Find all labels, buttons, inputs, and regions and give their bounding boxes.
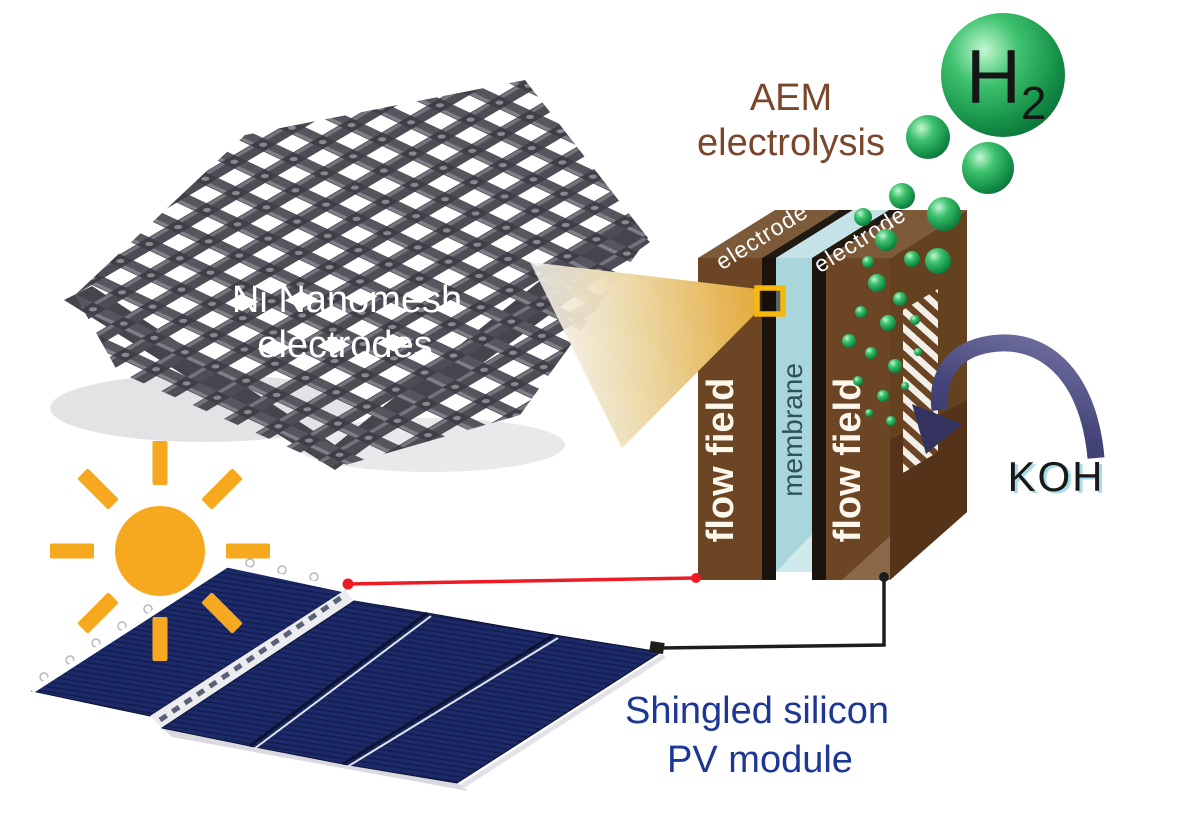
figure-captions: Ni Nanomesh electrodes AEM electrolysis … — [232, 77, 889, 781]
wire-terminal-pv-negative — [649, 640, 665, 655]
cell-electrode-right — [812, 258, 826, 580]
ni-nanomesh-illustration — [50, 80, 650, 472]
label-koh: KOH — [1007, 453, 1104, 500]
pv-panel-1-white-edge — [30, 562, 346, 694]
cell-electrode-left — [762, 258, 776, 580]
wire-terminal-cell-negative — [879, 572, 889, 582]
zoom-callout-cone — [530, 262, 758, 448]
wire-terminal-pv-positive — [342, 578, 354, 590]
sun-rays — [50, 441, 270, 661]
svg-text:KOH: KOH — [1010, 455, 1107, 502]
label-pv-line1: Shingled silicon — [625, 690, 889, 732]
label-flow-field-right: flow field — [827, 378, 869, 543]
mesh-lattice — [75, 80, 648, 468]
sun-disk — [115, 506, 205, 596]
arrowhead — [912, 404, 962, 454]
wire-positive — [342, 573, 701, 590]
koh-inlet-arrow — [912, 334, 1105, 459]
pv-rail-clamps — [158, 594, 344, 723]
label-aem-line1: AEM — [750, 77, 832, 119]
label-membrane: membrane — [777, 363, 808, 497]
wire-terminal-cell-positive — [691, 573, 701, 583]
h2-molecule: H2 — [941, 13, 1065, 137]
label-ni-nanomesh-line1: Ni Nanomesh — [232, 279, 462, 321]
h2-label: H2 — [966, 35, 1046, 129]
wire-negative — [649, 572, 889, 655]
label-ni-nanomesh-line2: electrodes — [257, 324, 432, 366]
label-flow-field-left: flow field — [700, 378, 742, 543]
h2-sphere — [941, 13, 1065, 137]
label-aem-line2: electrolysis — [697, 122, 885, 164]
h2-bubbles — [842, 115, 1014, 426]
label-pv-line2: PV module — [667, 739, 853, 781]
pv-module — [30, 558, 666, 791]
zoom-target-marker — [754, 285, 786, 317]
sun-icon — [50, 441, 270, 661]
